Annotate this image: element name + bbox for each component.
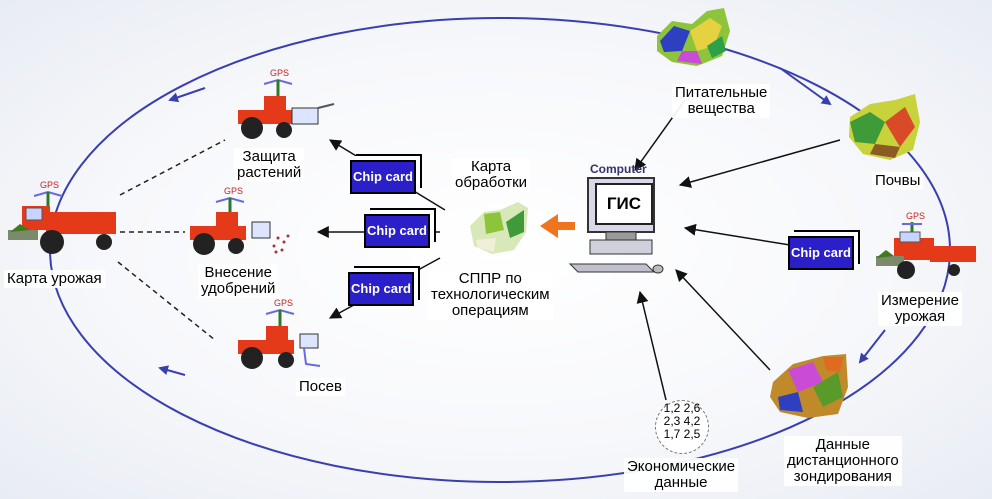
econ-value-row: 2,3 4,2	[663, 414, 701, 428]
gps-text-fertilizing: GPS	[224, 186, 243, 196]
harvester-right-icon: GPS	[876, 211, 976, 279]
economic-label: Экономические данные	[624, 458, 739, 492]
processing-map-text: Карта обработки	[455, 158, 528, 191]
economic-text: Экономические данные	[627, 458, 736, 491]
computer-label: Computer	[590, 162, 647, 176]
fertilizing-text: Внесение удобрений	[201, 264, 276, 297]
arrow-yield-to-gis	[683, 223, 791, 246]
tractor-protection-icon: GPS	[238, 68, 335, 139]
processing-map-icon	[470, 202, 528, 254]
cycle-arrow-right	[858, 329, 886, 364]
processing-map-label: Карта обработки	[452, 158, 531, 192]
fertilizing-label: Внесение удобрений	[198, 264, 279, 298]
nutrients-label: Питательные вещества	[672, 84, 771, 118]
soils-map-icon	[849, 94, 920, 160]
chip-card-yield: Chip card	[788, 236, 854, 270]
gps-text-sowing: GPS	[274, 298, 293, 308]
arrow-soils-to-gis	[678, 139, 841, 188]
chip-card-sowing: Chip card	[348, 272, 414, 306]
econ-value-row: 1,7 2,5	[663, 427, 701, 441]
soils-label: Почвы	[872, 172, 924, 190]
yield-map-label: Карта урожая	[4, 270, 105, 288]
econ-value-row: 1,2 2,6	[663, 401, 701, 415]
dash-to-sowing	[117, 261, 216, 341]
tractor-fertilizing-icon: GPS	[190, 186, 290, 255]
yield-measure-label: Измерение урожая	[878, 292, 963, 326]
dss-label: СППР по технологическим операциям	[428, 270, 553, 320]
plant-protection-text: Защита растений	[237, 148, 302, 181]
cycle-arrow-bottom-left	[158, 365, 186, 376]
plant-protection-label: Защита растений	[234, 148, 305, 182]
gis-screen: ГИС	[595, 183, 653, 225]
gps-text-right: GPS	[906, 211, 925, 221]
arrow-econ-to-gis	[636, 290, 667, 401]
dash-to-protection	[119, 139, 226, 196]
orange-arrow	[540, 214, 575, 238]
yield-measure-text: Измерение урожая	[881, 292, 960, 325]
gps-text-protection: GPS	[270, 68, 289, 78]
economic-values-circle: 1,2 2,6 2,3 4,2 1,7 2,5	[655, 400, 709, 454]
arrow-remote-to-gis	[675, 269, 771, 371]
tractor-sowing-icon: GPS	[238, 298, 321, 369]
nutrients-text: Питательные вещества	[675, 84, 768, 117]
cycle-arrow-top-left	[168, 87, 206, 103]
remote-sensing-label: Данные дистанционного зондирования	[784, 436, 902, 486]
sowing-label: Посев	[296, 378, 345, 396]
chip-card-protection: Chip card	[350, 160, 416, 194]
remote-sensing-text: Данные дистанционного зондирования	[787, 436, 899, 485]
dss-text: СППР по технологическим операциям	[431, 270, 550, 319]
remote-sensing-map-icon	[770, 354, 848, 418]
chip-card-fertilizing: Chip card	[364, 214, 430, 248]
nutrients-map-icon	[657, 8, 730, 66]
gps-text-left: GPS	[40, 180, 59, 190]
cycle-arrow-top-right	[779, 67, 832, 106]
harvester-left-icon: GPS	[8, 180, 116, 254]
